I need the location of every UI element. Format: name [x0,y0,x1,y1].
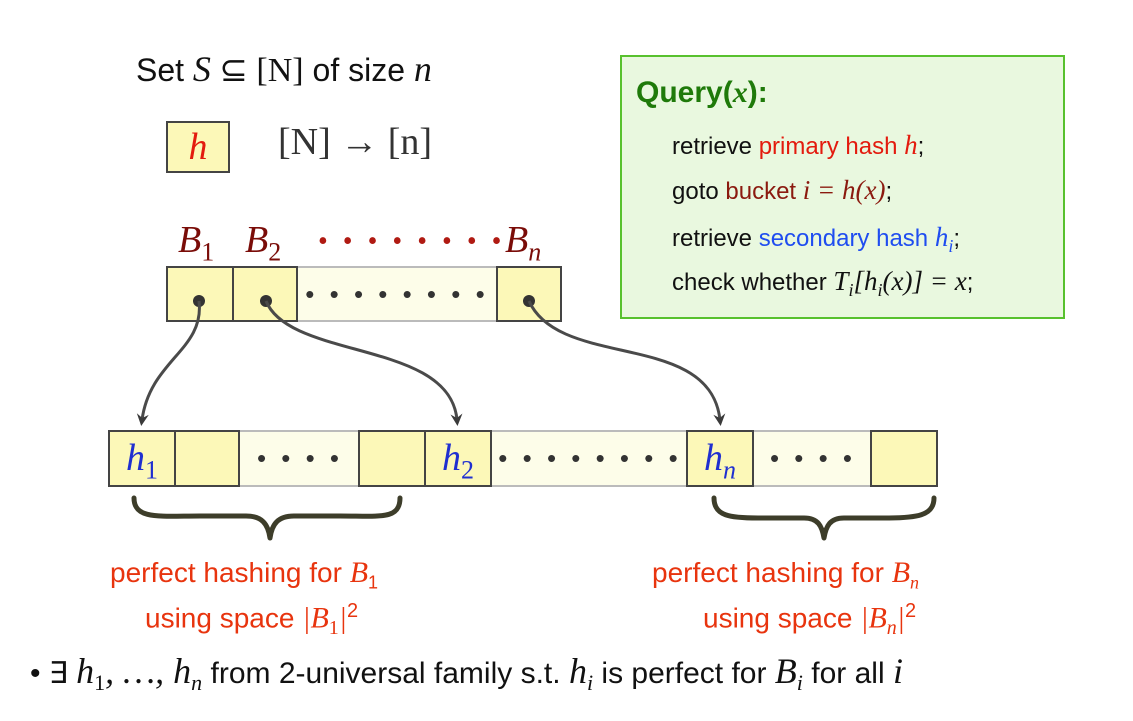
bullet-marker: • [30,657,41,690]
secondary-dots-3: • • • • [754,430,872,487]
bucket-label-dots: • • • • • • • • [318,226,506,257]
bucket-label-2: B2 [245,219,282,267]
arrow-bn-to-hn [527,300,726,426]
set-definition: Set S ⊆ [N] of size n [136,49,432,89]
brace-right [711,495,937,541]
bucket-label-1: B1 [178,219,215,267]
bullet-statement: • ∃ h1, …, hn from 2-universal family s.… [30,651,903,695]
secondary-cell [174,430,240,487]
caption-left-line2: using space |B1|2 [145,600,359,639]
secondary-cell [870,430,938,487]
secondary-dots-2: • • • • • • • • [492,430,688,487]
query-title: Query(x): [636,76,768,109]
primary-hash-symbol: h [188,126,208,168]
hash-mapping: [N] → [n] [278,121,433,163]
secondary-cell-hn: hn [686,430,754,487]
query-step-3: retrieve secondary hash hi; [672,222,960,256]
bucket-cell-n [496,266,562,322]
secondary-cell [358,430,426,487]
secondary-dots-1: • • • • [240,430,360,487]
query-step-1: retrieve primary hash h; [672,130,925,160]
brace-left [131,495,403,541]
query-step-2: goto bucket i = h(x); [672,175,893,205]
secondary-cell-h2: h2 [424,430,492,487]
arrow-b1-to-h1 [136,300,201,426]
caption-right-line1: perfect hashing for Bn [652,556,920,593]
arrow-b2-to-h2 [264,300,463,426]
bucket-array-dots: • • • • • • • • [298,266,496,322]
primary-hash-box: h [166,121,230,173]
caption-right-line2: using space |Bn|2 [703,600,917,639]
bucket-cell-2 [232,266,298,322]
bucket-label-n: Bn [505,219,542,267]
query-panel [620,55,1065,319]
caption-left-line1: perfect hashing for B1 [110,556,379,593]
query-step-4: check whether Ti[hi(x)] = x; [672,266,974,300]
